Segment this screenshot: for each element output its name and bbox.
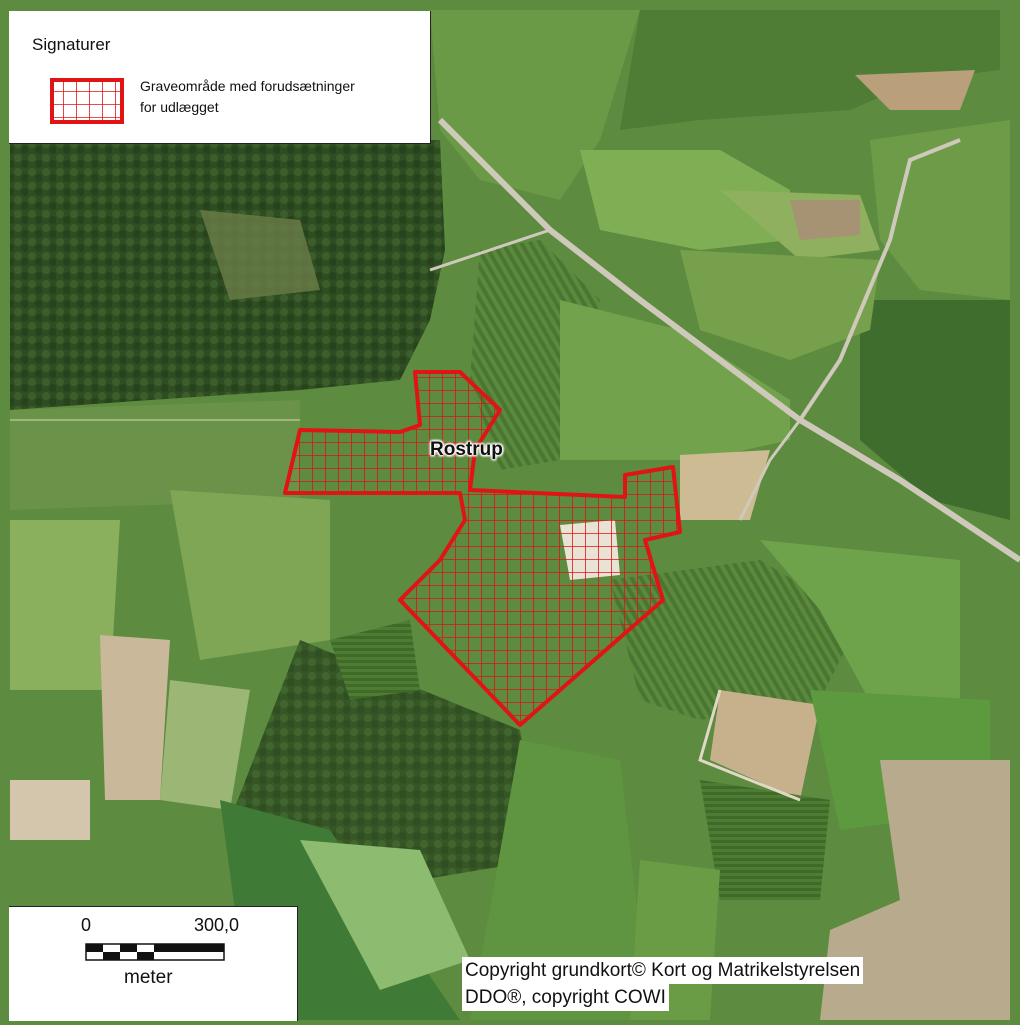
track [698, 689, 801, 802]
side-road [798, 138, 961, 422]
scale-min-label: 0 [81, 915, 92, 935]
field [870, 120, 1010, 300]
scale-panel: 0 300,0 meter [9, 906, 298, 1021]
field-bare [710, 690, 820, 800]
field-bare [100, 635, 170, 800]
field [300, 840, 470, 990]
main-road [437, 117, 1020, 563]
copyright-line2: DDO®, copyright COWI [462, 984, 669, 1011]
orchard [330, 620, 420, 700]
legend-item-line2: for udlægget [140, 99, 219, 115]
legend-title: Signaturer [32, 35, 111, 54]
copyright-notice: Copyright grundkort© Kort og Matrikelsty… [462, 957, 864, 1011]
legend-panel: Signaturer Graveområde med forudsætninge… [9, 11, 431, 144]
field [170, 490, 330, 660]
excavation-area[interactable] [283, 370, 682, 727]
place-label-rostrup: Rostrup [430, 439, 503, 460]
field [470, 740, 650, 1020]
scale-unit-label: meter [124, 967, 173, 988]
field-bare [790, 200, 860, 240]
copyright-line1: Copyright grundkort© Kort og Matrikelsty… [462, 957, 864, 984]
field [680, 250, 880, 360]
field [760, 540, 960, 720]
legend-swatch-excavation [50, 78, 124, 124]
field [160, 680, 250, 810]
field [560, 300, 790, 460]
field [620, 10, 1000, 130]
side-road [429, 228, 551, 272]
legend-item-line1: Graveområde med forudsætninger [140, 78, 355, 94]
field [860, 300, 1010, 520]
scale-bar [85, 943, 225, 961]
clearing [200, 210, 320, 300]
field [10, 400, 300, 510]
field-bare [820, 760, 1010, 1020]
field-bare [855, 70, 975, 110]
legend-item-label: Graveområde med forudsætninger for udlæg… [140, 76, 355, 118]
field [10, 520, 120, 690]
field [580, 150, 790, 250]
scale-max-label: 300,0 [194, 915, 240, 935]
orchard [610, 560, 860, 720]
field-bare [10, 780, 90, 840]
side-road [738, 419, 802, 521]
orchard [700, 780, 830, 900]
